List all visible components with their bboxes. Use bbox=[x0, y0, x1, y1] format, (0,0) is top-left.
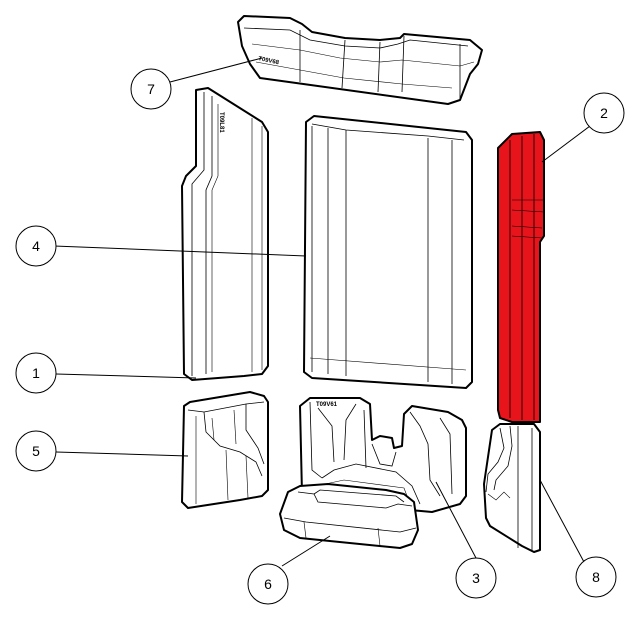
part-1-left-side-panel: T09L81 bbox=[181, 87, 269, 381]
part-7-top-baffle: T09V68 bbox=[237, 15, 483, 105]
leader-6 bbox=[281, 535, 331, 567]
svg-text:6: 6 bbox=[264, 576, 272, 592]
leader-7 bbox=[169, 57, 263, 83]
part-8-front-right-brick bbox=[483, 423, 541, 553]
svg-text:3: 3 bbox=[472, 570, 480, 586]
callout-5: 5 bbox=[15, 430, 57, 472]
leader-8 bbox=[539, 479, 585, 563]
part-3-base-with-andirons: T09V61 bbox=[299, 397, 467, 513]
callout-1: 1 bbox=[15, 352, 57, 394]
leader-5 bbox=[55, 451, 189, 457]
callout-4: 4 bbox=[15, 225, 57, 267]
leader-1 bbox=[55, 373, 197, 379]
leader-4 bbox=[53, 245, 307, 257]
svg-text:5: 5 bbox=[32, 443, 40, 459]
part-3-stamp: T09V61 bbox=[316, 402, 338, 408]
part-1-stamp: T09L81 bbox=[218, 112, 224, 133]
callout-3: 3 bbox=[455, 557, 497, 599]
part-6-front-lip bbox=[279, 483, 419, 549]
svg-text:1: 1 bbox=[32, 365, 40, 381]
svg-text:2: 2 bbox=[600, 105, 608, 121]
svg-text:4: 4 bbox=[32, 238, 40, 254]
leader-2 bbox=[541, 125, 591, 163]
svg-text:8: 8 bbox=[592, 569, 600, 585]
part-7-stamp: T09V68 bbox=[258, 56, 280, 66]
part-5-front-left-brick bbox=[181, 391, 269, 509]
callouts: 7 2 4 1 5 6 3 8 bbox=[15, 68, 625, 605]
callout-7: 7 bbox=[130, 68, 172, 110]
callout-2: 2 bbox=[583, 92, 625, 134]
callout-6: 6 bbox=[247, 563, 289, 605]
leader-3 bbox=[435, 481, 477, 559]
callout-8: 8 bbox=[575, 556, 617, 598]
part-4-rear-panel bbox=[303, 115, 473, 389]
leader-lines bbox=[53, 57, 591, 567]
svg-text:7: 7 bbox=[147, 81, 155, 97]
part-2-right-side-panel-highlighted bbox=[497, 131, 545, 423]
